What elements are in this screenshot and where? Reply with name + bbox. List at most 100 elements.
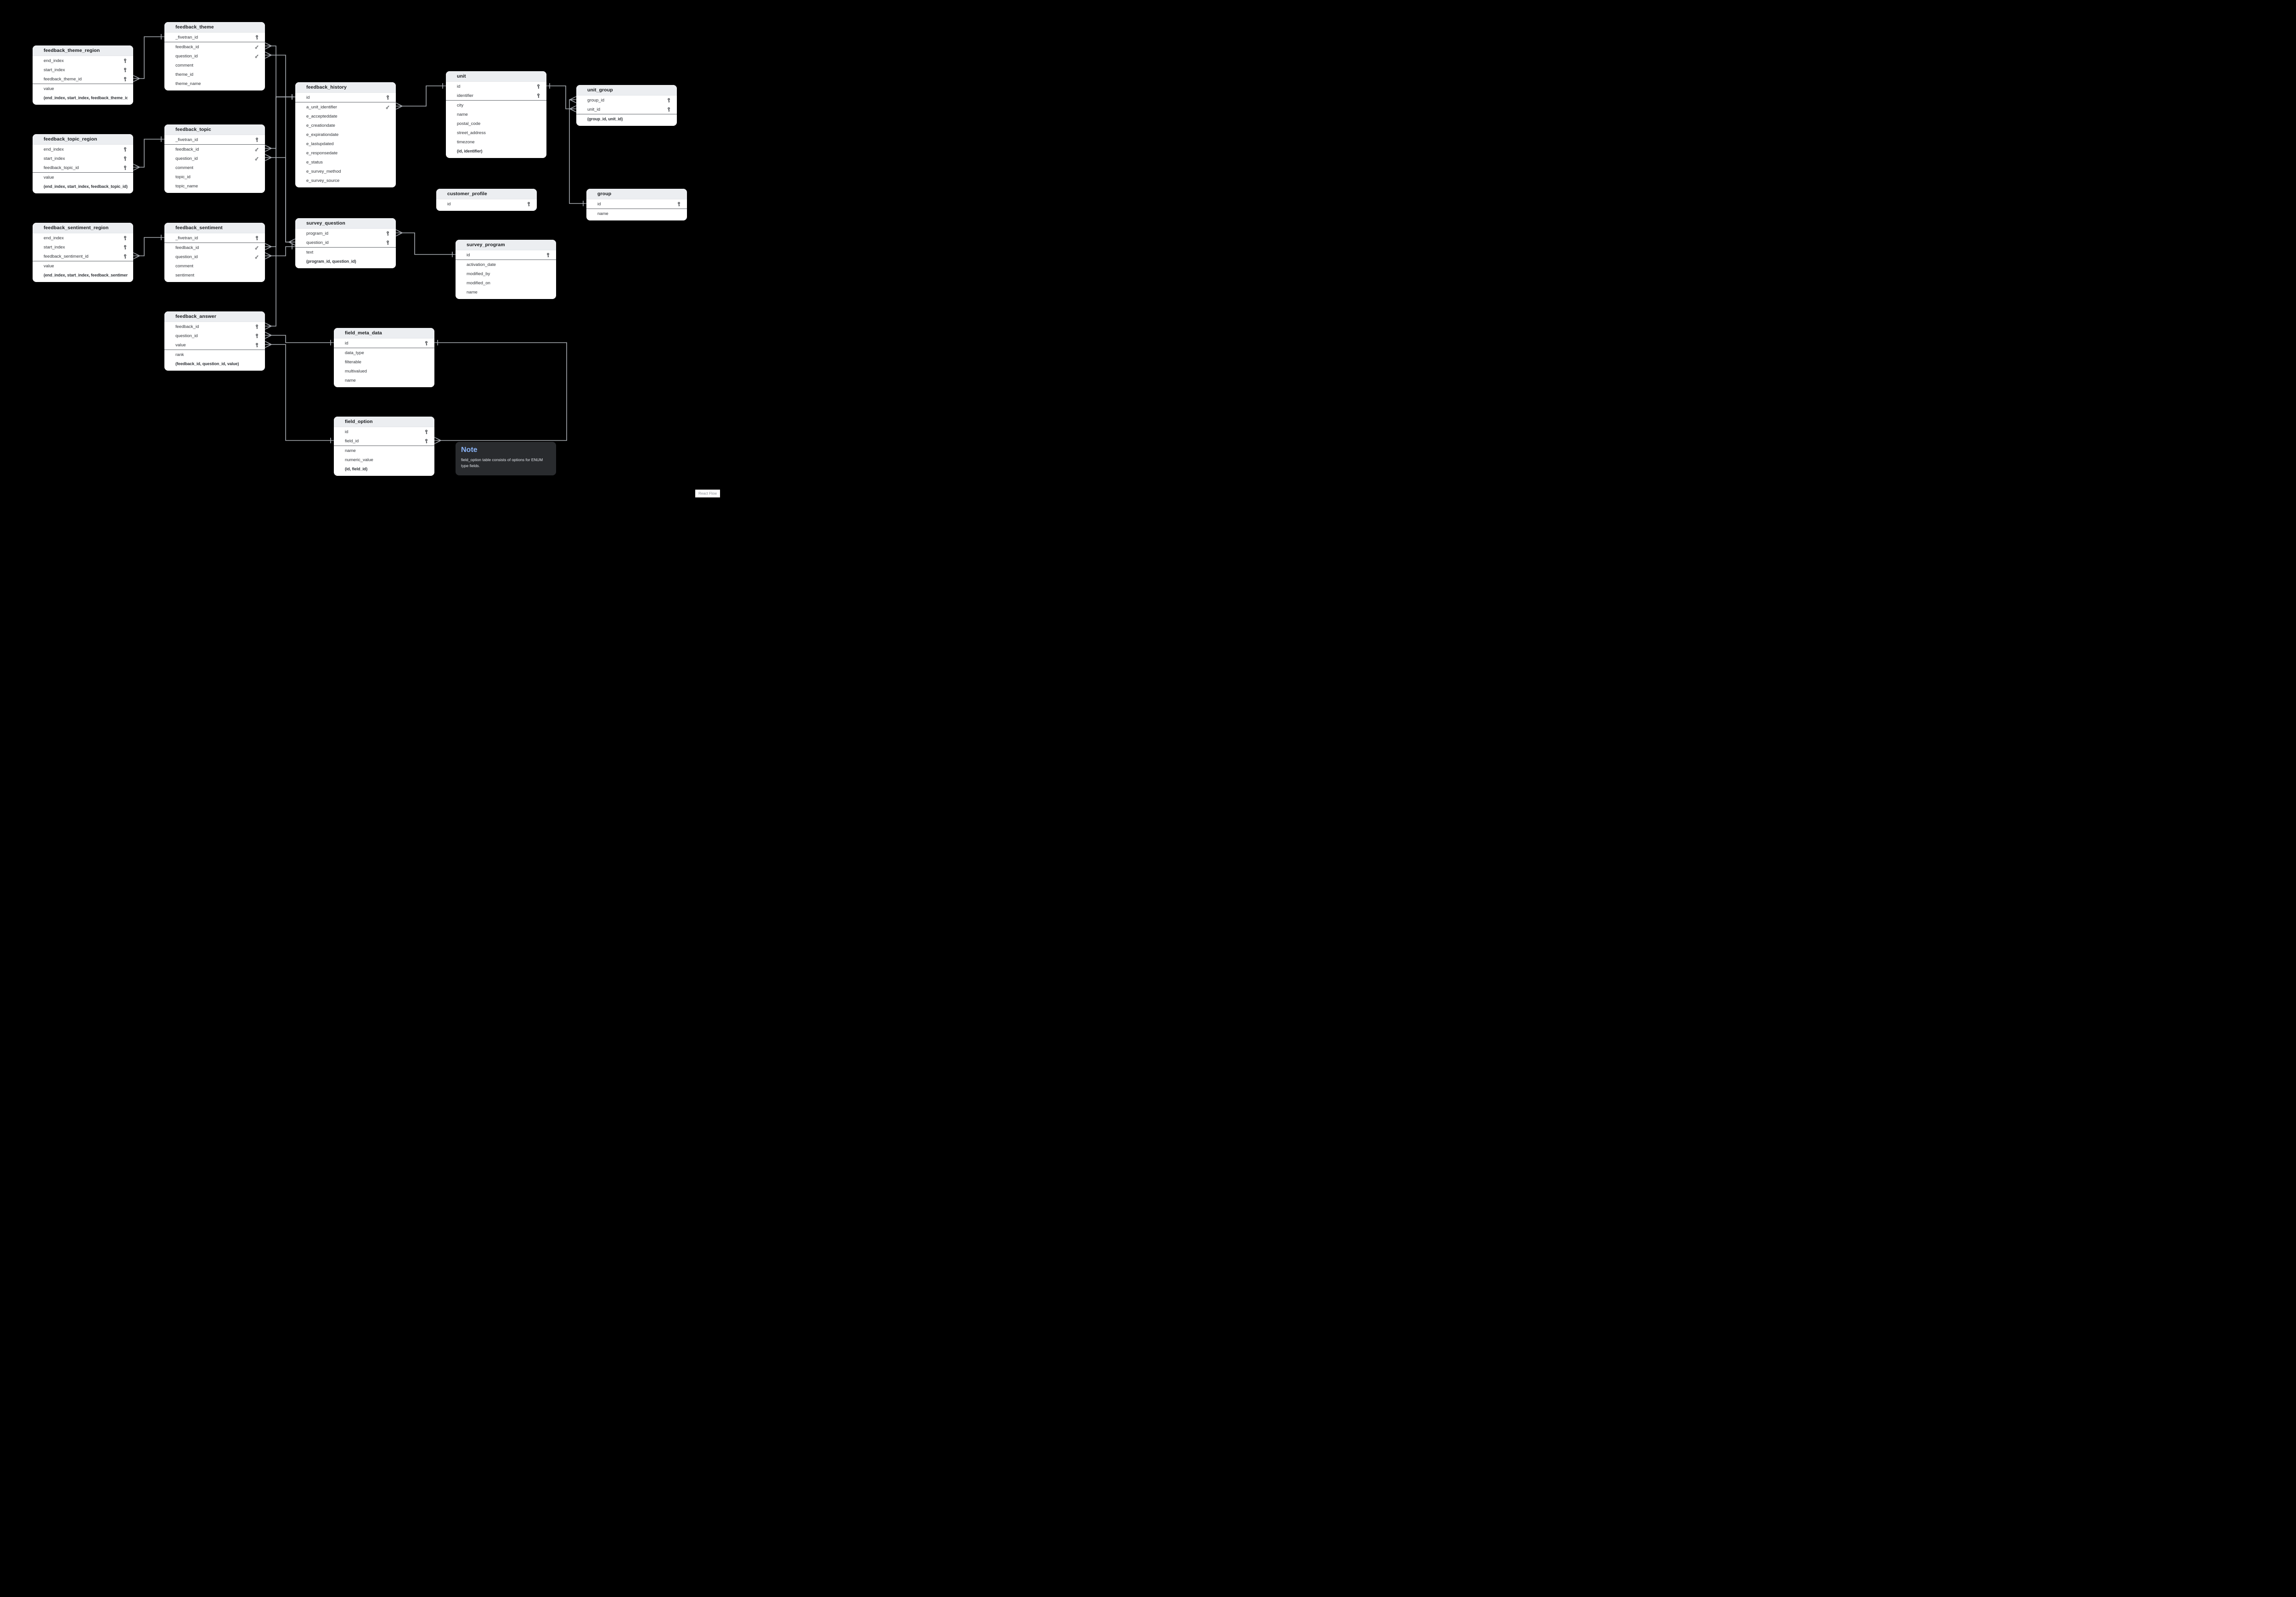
relationship-edge <box>264 94 295 330</box>
field-name: (end_index, start_index, feedback_topic_… <box>44 184 128 189</box>
field-name: _fivetran_id <box>175 34 198 40</box>
table-feedback_theme[interactable]: feedback_theme_fivetran_id feedback_id q… <box>164 22 265 90</box>
field-name: text <box>306 249 314 255</box>
field-name: id <box>467 252 470 258</box>
field-name: value <box>44 263 54 269</box>
field-row: id <box>586 199 687 209</box>
primary-key-separator <box>446 100 546 101</box>
field-row: city <box>446 101 546 110</box>
primary-key-icon <box>424 341 429 346</box>
field-name: question_id <box>175 53 198 59</box>
field-row: feedback_theme_id <box>33 74 133 84</box>
note[interactable]: Note field_option table consists of opti… <box>456 442 556 475</box>
field-name: question_id <box>175 254 198 260</box>
primary-key-icon <box>424 429 429 435</box>
field-name: e_survey_method <box>306 169 341 174</box>
field-row: name <box>456 288 556 297</box>
field-row: a_unit_identifier <box>295 102 396 112</box>
field-name: value <box>175 342 186 348</box>
field-row: numeric_value <box>334 455 434 464</box>
field-row: _fivetran_id <box>164 233 265 243</box>
field-row: (id, identifier) <box>446 147 546 156</box>
primary-key-icon <box>385 95 390 100</box>
primary-key-separator <box>164 144 265 145</box>
field-name: modified_on <box>467 280 490 286</box>
field-row: field_id <box>334 436 434 446</box>
field-row: activation_date <box>456 260 556 269</box>
field-name: name <box>467 289 478 295</box>
field-name: end_index <box>44 147 64 152</box>
table-title: feedback_history <box>306 85 347 90</box>
field-row: (end_index, start_index, feedback_theme_… <box>33 93 133 102</box>
field-name: feedback_id <box>175 44 199 50</box>
field-name: feedback_theme_id <box>44 76 82 82</box>
field-row: value <box>33 261 133 271</box>
reactflow-attribution[interactable]: React Flow <box>695 490 720 497</box>
relationship-edge <box>395 83 446 110</box>
field-row: e_expirationdate <box>295 130 396 139</box>
primary-key-separator <box>33 172 133 173</box>
field-row: street_address <box>446 128 546 137</box>
field-row: question_id <box>295 238 396 247</box>
field-row: id <box>334 339 434 348</box>
primary-key-icon <box>676 202 681 207</box>
relationship-edge <box>395 229 456 257</box>
field-row: e_creationdate <box>295 121 396 130</box>
foreign-key-icon <box>254 156 259 161</box>
primary-key-icon <box>546 253 551 258</box>
field-row: feedback_id <box>164 322 265 331</box>
field-row: (feedback_id, question_id, value) <box>164 359 265 368</box>
field-name: end_index <box>44 58 64 63</box>
primary-key-icon <box>536 93 541 98</box>
primary-key-icon <box>123 156 128 161</box>
field-name: question_id <box>175 156 198 161</box>
field-row: (end_index, start_index, feedback_sentim… <box>33 271 133 280</box>
field-name: e_responsedate <box>306 150 338 156</box>
field-name: start_index <box>44 156 65 161</box>
relationship-edge <box>546 83 577 113</box>
field-row: e_status <box>295 158 396 167</box>
field-row: unit_id <box>576 105 677 114</box>
field-name: sentiment <box>175 272 195 278</box>
field-name: street_address <box>457 130 486 135</box>
field-name: feedback_id <box>175 147 199 152</box>
field-row: end_index <box>33 145 133 154</box>
field-name: postal_code <box>457 121 481 126</box>
field-name: (group_id, unit_id) <box>587 117 623 121</box>
field-name: city <box>457 102 464 108</box>
field-row: feedback_topic_id <box>33 163 133 172</box>
foreign-key-icon <box>254 147 259 152</box>
field-row: theme_name <box>164 79 265 88</box>
field-row: id <box>295 93 396 102</box>
field-row: modified_on <box>456 278 556 288</box>
relationship-edge <box>264 332 334 345</box>
relationship-edge <box>264 244 295 260</box>
table-feedback_topic[interactable]: feedback_topic_fivetran_id feedback_id q… <box>164 124 265 193</box>
table-title: feedback_sentiment_region <box>44 225 109 231</box>
table-feedback_sentiment[interactable]: feedback_sentiment_fivetran_id feedback_… <box>164 223 265 282</box>
field-row: value <box>33 173 133 182</box>
field-name: value <box>44 86 54 91</box>
field-name: (id, identifier) <box>457 149 483 153</box>
field-row: start_index <box>33 243 133 252</box>
field-row: feedback_id <box>164 243 265 252</box>
foreign-key-icon <box>254 45 259 50</box>
field-name: feedback_sentiment_id <box>44 254 89 259</box>
field-name: e_status <box>306 159 323 165</box>
primary-key-icon <box>666 98 671 103</box>
field-row: question_id <box>164 51 265 61</box>
